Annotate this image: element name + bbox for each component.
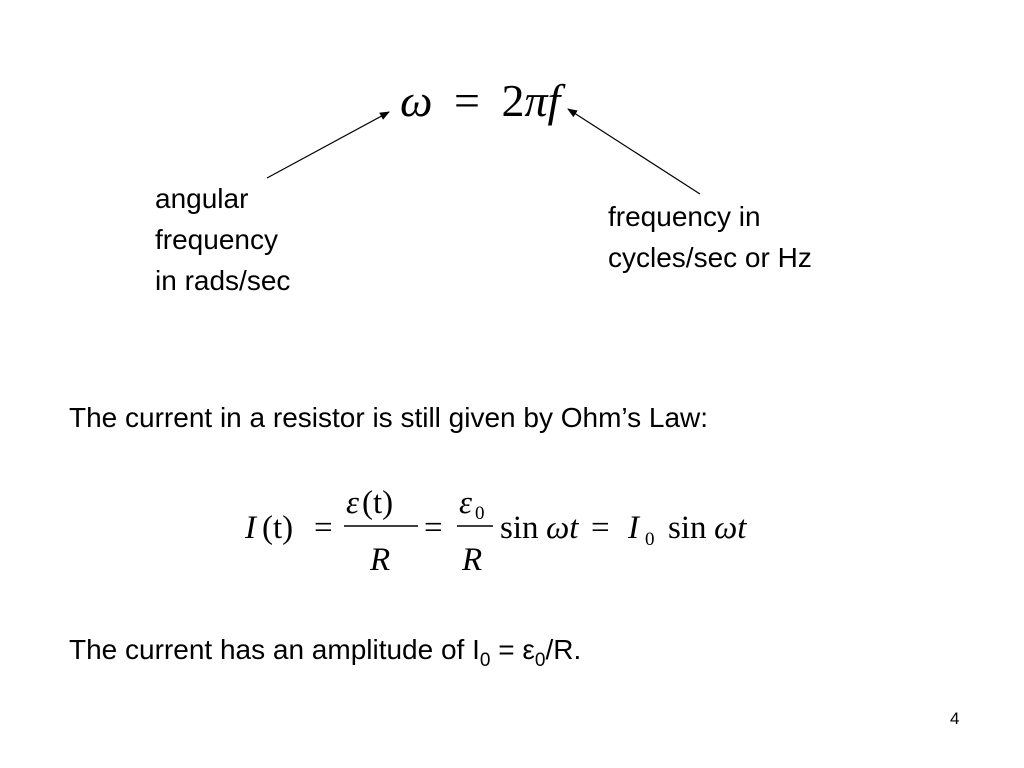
eq-lhs-t: (t) — [262, 510, 293, 546]
label-right-line-1: frequency in — [608, 201, 761, 232]
eq-equals-3: = — [591, 510, 610, 546]
eq-I0-sub: 0 — [645, 529, 655, 550]
equals-sign: = — [453, 75, 480, 126]
eq-R-2: R — [461, 542, 482, 578]
arrow-to-f — [567, 108, 701, 195]
amplitude-statement: The current has an amplitude of I0 = ε0/… — [69, 634, 581, 672]
eq-eps-t-arg: (t) — [362, 485, 393, 521]
arrow-to-omega — [266, 111, 390, 179]
amplitude-mid: = ε — [490, 634, 535, 665]
eq-eps0-sub: 0 — [475, 503, 485, 524]
two-digit: 2 — [501, 75, 525, 126]
amplitude-prefix: The current has an amplitude of I — [69, 634, 480, 665]
page-number: 4 — [950, 709, 960, 728]
omega-symbol: ω — [400, 75, 433, 126]
eq-eps-t-eps: ε — [346, 485, 359, 521]
eq-I: I — [244, 510, 258, 546]
eq-sin-1: sin — [500, 510, 539, 546]
label-right-line-2: cycles/sec or Hz — [608, 242, 812, 273]
label-left-line-2: frequency — [155, 224, 278, 255]
eq-R-1: R — [369, 542, 390, 578]
eq-eps0: ε — [459, 485, 472, 521]
eq-omega-t-1: ωt — [546, 510, 579, 546]
amplitude-suffix: /R. — [545, 634, 582, 665]
label-left-line-1: angular — [155, 183, 249, 214]
amplitude-sub-2: 0 — [534, 650, 546, 671]
eq-equals-2: = — [424, 510, 443, 546]
eq-omega-t-2: ωt — [714, 510, 747, 546]
label-angular-frequency: angular frequency in rads/sec — [155, 178, 355, 301]
eq-I0: I — [627, 510, 641, 546]
eq-equals-1: = — [314, 510, 333, 546]
f-symbol: f — [547, 75, 561, 126]
label-left-line-3: in rads/sec — [155, 265, 291, 296]
ohm-law-equation: I (t) = ε (t) R = ε 0 R sin ωt = I 0 sin… — [244, 485, 747, 578]
eq-sin-2: sin — [668, 510, 707, 546]
label-frequency-hz: frequency in cycles/sec or Hz — [608, 196, 888, 278]
angular-frequency-equation: ω = 2πf — [400, 78, 560, 124]
amplitude-sub-1: 0 — [479, 650, 491, 671]
pi-symbol: π — [524, 75, 548, 126]
ohm-law-intro: The current in a resistor is still given… — [69, 402, 709, 433]
